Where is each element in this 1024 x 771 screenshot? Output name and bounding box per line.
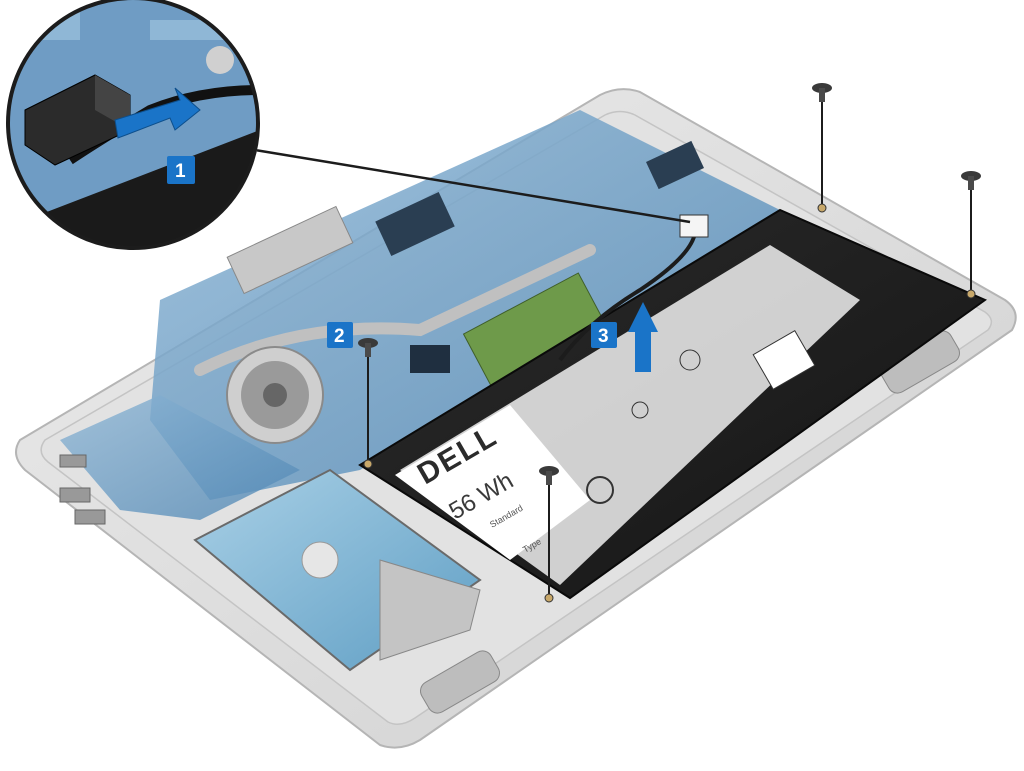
cable-connector — [679, 214, 709, 238]
battery: DELL 56 Wh Standard Type — [358, 208, 988, 600]
heat-pipe — [194, 244, 596, 376]
callout-3: 3 — [591, 322, 617, 348]
pull-arrow-icon — [114, 87, 201, 139]
ul-mark-icon — [631, 401, 649, 419]
callout-3-number: 3 — [598, 326, 609, 347]
callout-1-number: 1 — [175, 161, 186, 182]
screw — [539, 466, 559, 485]
callout-2: 2 — [327, 322, 353, 348]
screw — [812, 83, 832, 102]
recycle-icon — [752, 329, 816, 391]
cert-seal-icon — [586, 476, 614, 504]
inset-leader-line — [254, 148, 691, 224]
screw — [358, 338, 378, 357]
screw-group — [358, 83, 981, 603]
magnifier-inset: 1 — [6, 0, 260, 250]
screw — [961, 171, 981, 190]
hard-drive — [193, 468, 482, 672]
callout-1: 1 — [167, 156, 195, 184]
side-ports — [59, 454, 106, 525]
callout-2-number: 2 — [334, 326, 345, 347]
ce-mark-icon — [679, 349, 701, 371]
lift-arrow-icon — [628, 302, 658, 372]
fan — [226, 346, 324, 444]
